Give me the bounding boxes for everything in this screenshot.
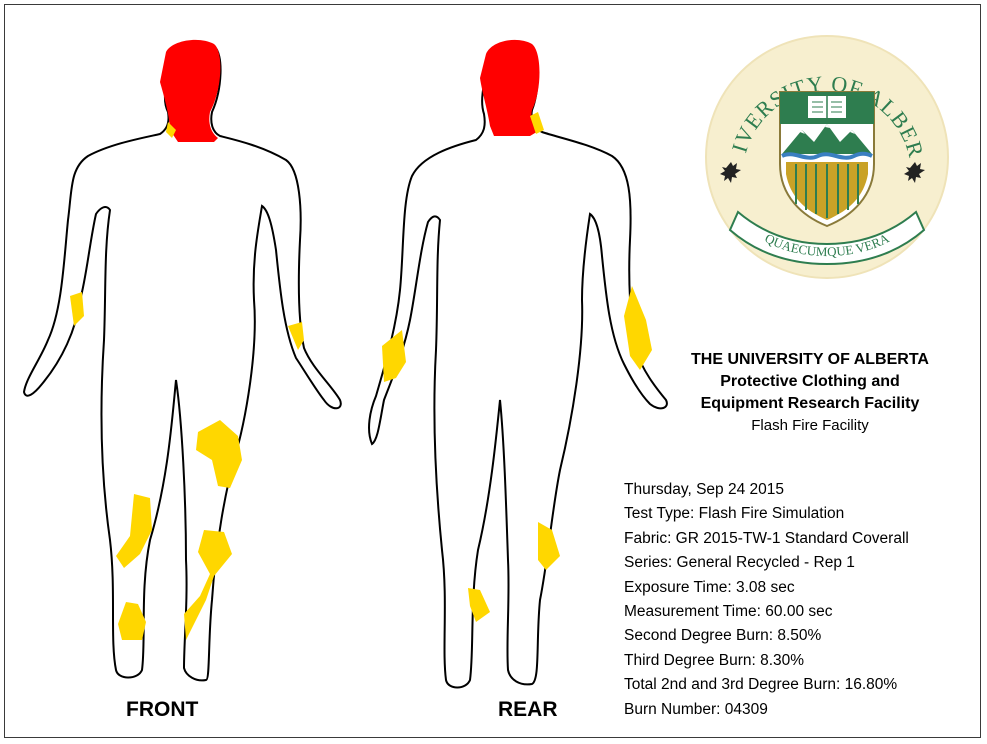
total-burn: Total 2nd and 3rd Degree Burn: 16.80% <box>624 673 909 697</box>
rear-burn-second-degree-right-calf <box>538 522 560 570</box>
rear-view-label: REAR <box>498 698 558 722</box>
institution-title: THE UNIVERSITY OF ALBERTA <box>640 349 980 371</box>
rear-burn-second-degree-left-forearm <box>382 330 406 382</box>
test-type: Test Type: Flash Fire Simulation <box>624 502 909 526</box>
fabric: Fabric: GR 2015-TW-1 Standard Coverall <box>624 527 909 551</box>
test-details: Thursday, Sep 24 2015 Test Type: Flash F… <box>624 478 909 722</box>
front-view-label: FRONT <box>126 698 198 722</box>
exposure-time: Exposure Time: 3.08 sec <box>624 576 909 600</box>
rear-body-figure <box>369 40 667 688</box>
test-date: Thursday, Sep 24 2015 <box>624 478 909 502</box>
measurement-time: Measurement Time: 60.00 sec <box>624 600 909 624</box>
series: Series: General Recycled - Rep 1 <box>624 551 909 575</box>
burn-number: Burn Number: 04309 <box>624 698 909 722</box>
facility-title-line2: Equipment Research Facility <box>640 393 980 415</box>
facility-title-line1: Protective Clothing and <box>640 371 980 393</box>
second-degree-burn: Second Degree Burn: 8.50% <box>624 624 909 648</box>
rear-body-outline <box>369 42 667 687</box>
report-heading: THE UNIVERSITY OF ALBERTA Protective Clo… <box>640 349 980 437</box>
front-body-figure <box>24 40 341 681</box>
university-seal: UNIVERSITY OF ALBERTA QUAECUMQUE VERA <box>704 34 950 280</box>
third-degree-burn: Third Degree Burn: 8.30% <box>624 649 909 673</box>
sub-facility-title: Flash Fire Facility <box>640 415 980 437</box>
